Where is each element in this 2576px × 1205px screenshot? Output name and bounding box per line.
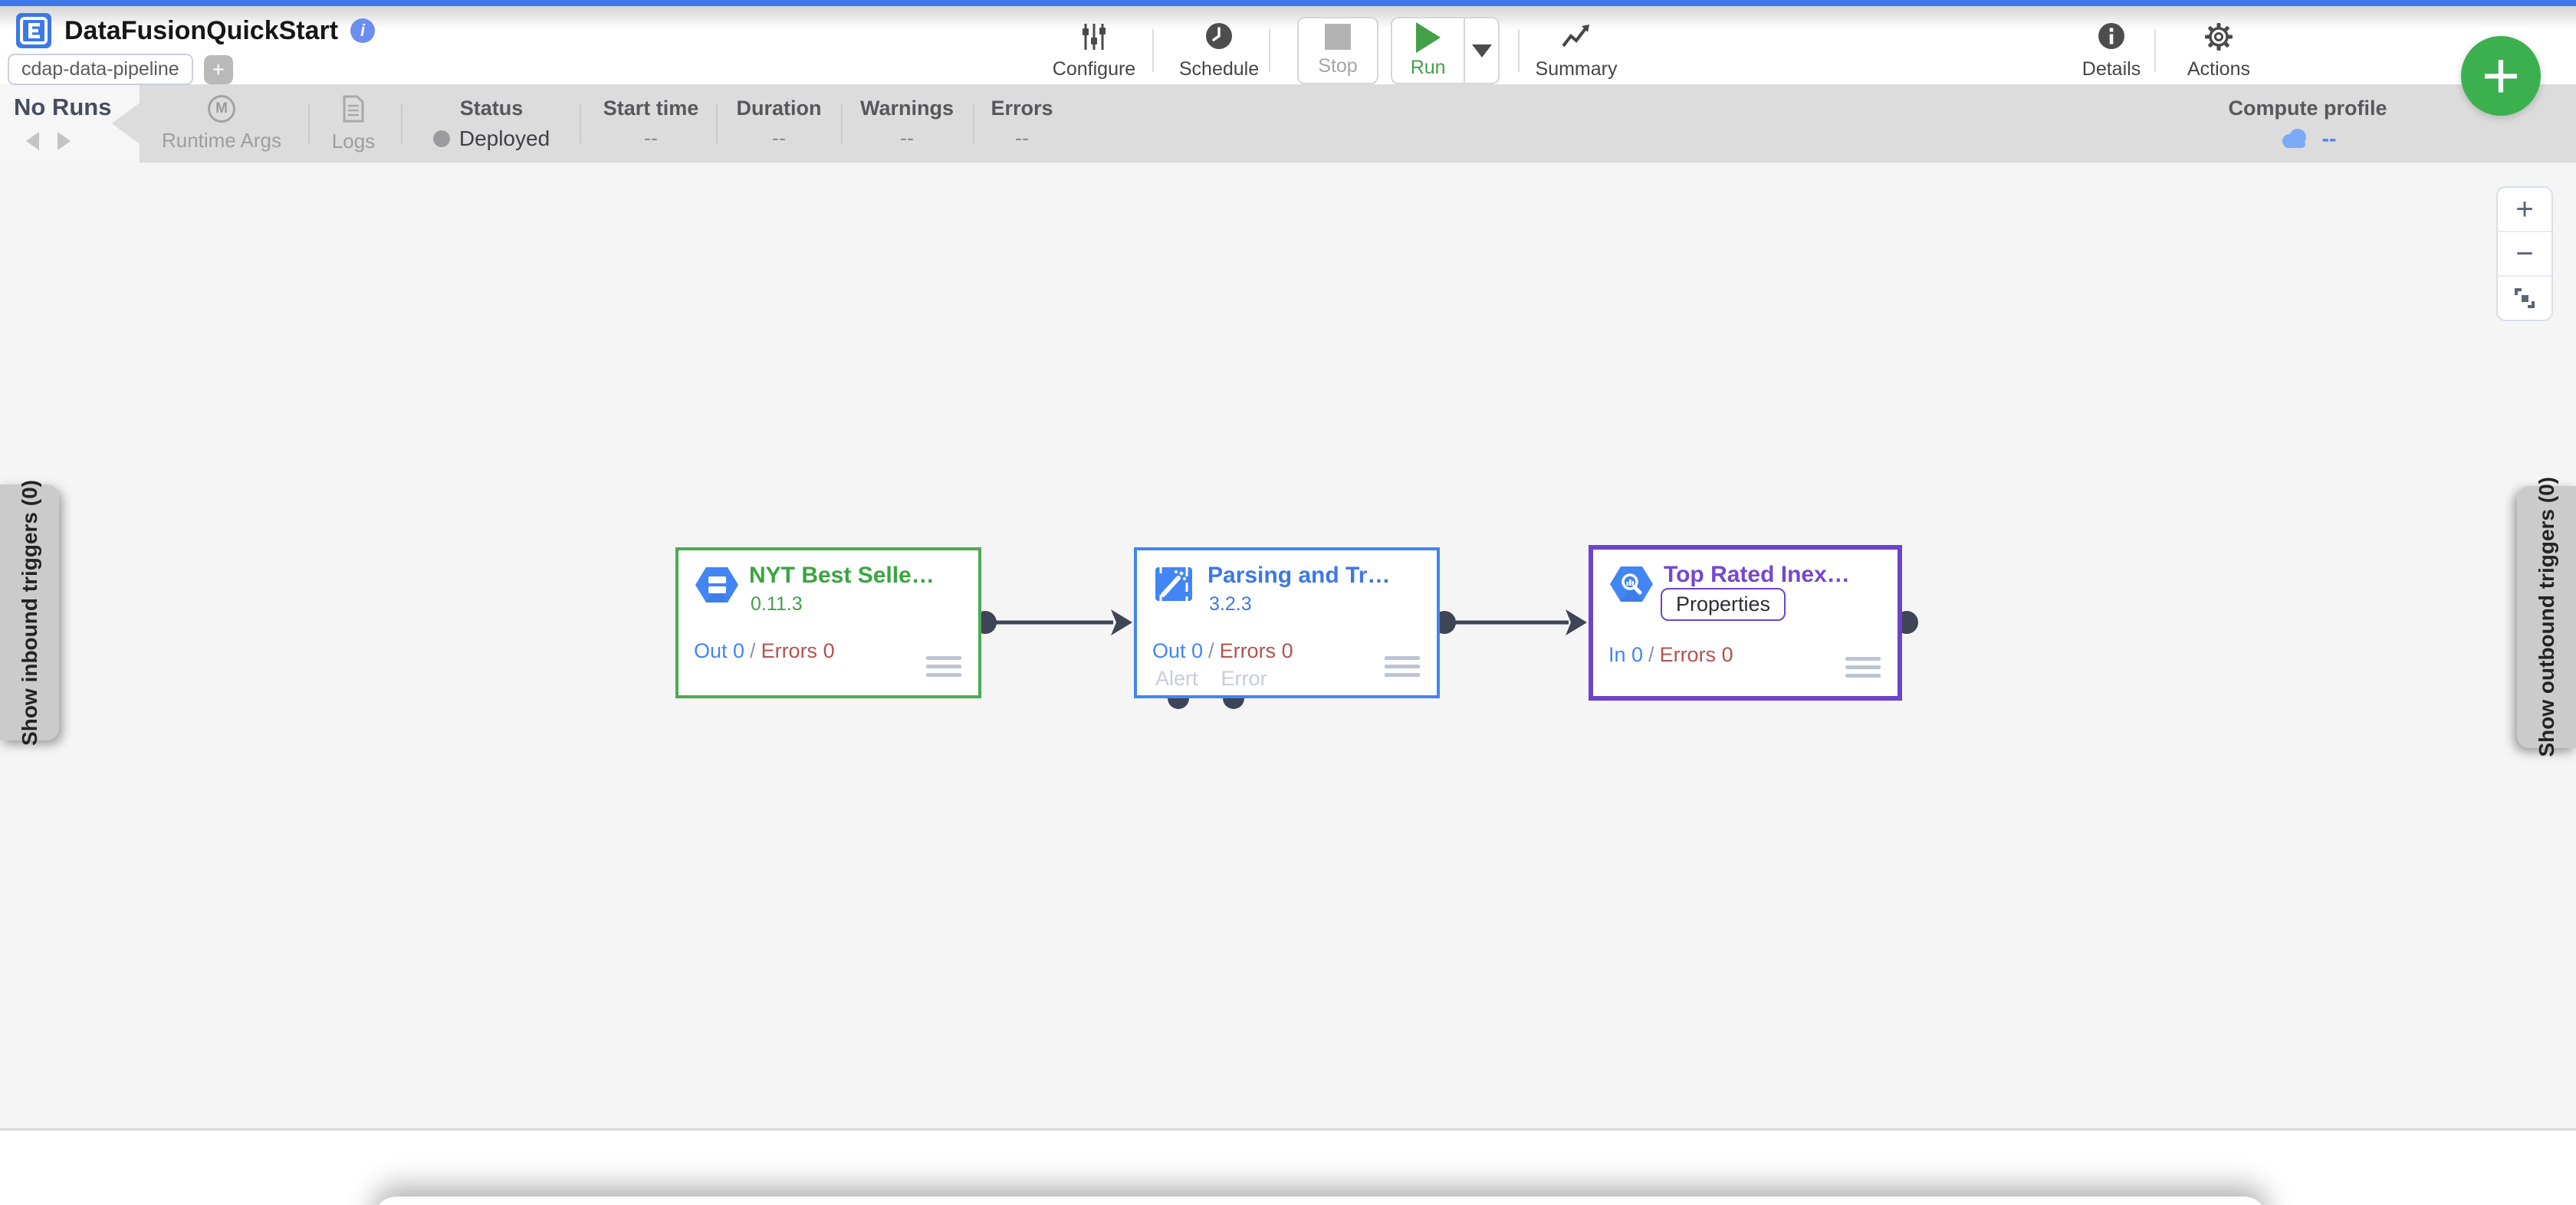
status-bar-divider <box>580 103 581 143</box>
node-port-labels: Alert Error <box>1155 667 1267 691</box>
status-bar-divider <box>401 103 402 143</box>
status-bar-divider <box>716 103 718 143</box>
status-dot-icon <box>432 130 450 147</box>
next-run-arrow-icon[interactable] <box>58 132 71 150</box>
pipeline-node-sink[interactable]: Top Rated Inex… Properties In 0/Errors 0 <box>1589 545 1902 701</box>
start-time-column: Start time -- <box>603 97 699 149</box>
cloud-icon <box>2282 128 2306 148</box>
toolbar-divider <box>1518 29 1520 72</box>
stop-icon <box>1325 24 1351 50</box>
macro-icon: M <box>208 94 235 123</box>
duration-column: Duration -- <box>736 97 822 149</box>
actions-gear-icon <box>2205 23 2233 51</box>
actions-button[interactable]: Actions <box>2161 21 2276 80</box>
details-info-icon <box>2098 23 2124 49</box>
alert-port-label: Alert <box>1155 667 1198 690</box>
add-pipeline-fab-button[interactable]: + <box>2461 36 2541 116</box>
fit-to-screen-button[interactable] <box>2498 277 2551 320</box>
node-properties-button[interactable]: Properties <box>1661 588 1786 621</box>
toolbar-divider <box>1269 29 1270 72</box>
cdap-pipeline-logo-icon <box>16 13 51 48</box>
compute-profile: Compute profile -- <box>2228 96 2387 150</box>
wrangler-icon <box>1155 567 1192 601</box>
header: DataFusionQuickStart i cdap-data-pipelin… <box>0 6 2576 85</box>
node-menu-icon[interactable] <box>1385 652 1420 681</box>
status-column: Status Deployed <box>415 84 568 163</box>
schedule-clock-icon <box>1206 23 1232 49</box>
tag-row: cdap-data-pipeline + <box>8 54 233 85</box>
brand: DataFusionQuickStart i <box>15 12 376 49</box>
fit-to-screen-icon <box>2515 288 2535 308</box>
logs-button[interactable]: Logs <box>304 84 403 163</box>
toolbar-divider <box>1152 29 1154 72</box>
configure-button[interactable]: Configure <box>1037 21 1152 80</box>
summary-chart-icon <box>1562 25 1589 48</box>
inbound-triggers-tab[interactable]: Show inbound triggers (0) <box>0 480 59 745</box>
runs-tab-notch <box>112 103 140 144</box>
arrowhead-icon <box>1111 609 1132 635</box>
node-metrics: Out 0/Errors 0 <box>694 639 835 662</box>
bottom-console-area <box>0 1128 2576 1205</box>
bottom-console-panel-edge[interactable] <box>373 1197 2267 1205</box>
stop-button[interactable]: Stop <box>1297 17 1378 84</box>
warnings-column: Warnings -- <box>859 97 954 149</box>
runtime-args-button[interactable]: M Runtime Args <box>153 84 291 163</box>
info-icon[interactable]: i <box>350 18 376 43</box>
source-hexagon-icon <box>695 567 738 602</box>
run-button-group: Run <box>1391 17 1500 84</box>
canvas-zoom-panel: + − <box>2496 186 2553 321</box>
previous-run-arrow-icon[interactable] <box>26 132 39 150</box>
arrowhead-icon <box>1566 609 1587 635</box>
outbound-triggers-tab[interactable]: Show outbound triggers (0) <box>2517 477 2576 757</box>
runs-pagination <box>26 132 71 150</box>
configure-sliders-icon <box>1083 24 1106 50</box>
chevron-down-icon <box>1471 44 1492 57</box>
node-menu-icon[interactable] <box>926 652 961 681</box>
pipeline-canvas[interactable]: + − Show inbound triggers (0) Show outbo… <box>0 163 2576 1128</box>
toolbar-divider <box>2154 29 2156 72</box>
run-button[interactable]: Run <box>1392 18 1464 83</box>
zoom-in-button[interactable]: + <box>2498 188 2551 232</box>
pipeline-node-source[interactable]: NYT Best Selle… 0.11.3 Out 0/Errors 0 <box>675 547 981 698</box>
runs-count-label: No Runs <box>14 94 112 120</box>
zoom-out-button[interactable]: − <box>2498 232 2551 277</box>
top-accent-strip <box>0 0 2576 6</box>
status-bar-divider <box>973 103 974 143</box>
add-tag-button[interactable]: + <box>203 54 233 84</box>
run-play-icon <box>1415 22 1441 53</box>
error-port-label: Error <box>1221 667 1267 690</box>
status-bar-divider <box>841 103 843 143</box>
logs-document-icon <box>343 95 364 122</box>
schedule-button[interactable]: Schedule <box>1162 21 1276 80</box>
details-button[interactable]: Details <box>2054 21 2169 80</box>
run-options-dropdown[interactable] <box>1464 18 1498 83</box>
summary-button[interactable]: Summary <box>1519 21 1634 80</box>
node-menu-icon[interactable] <box>1845 652 1881 682</box>
errors-column: Errors -- <box>991 97 1053 149</box>
bigquery-hexagon-icon <box>1610 566 1653 602</box>
status-bar-divider <box>308 103 310 143</box>
node-metrics: Out 0/Errors 0 <box>1152 639 1293 662</box>
status-value: Deployed <box>458 126 550 150</box>
compute-profile-value: -- <box>2321 126 2337 150</box>
runs-tab: No Runs <box>0 84 140 163</box>
pipeline-title: DataFusionQuickStart <box>64 15 339 45</box>
node-metrics: In 0/Errors 0 <box>1608 643 1733 666</box>
status-bar: No Runs M Runtime Args Logs Status Deplo… <box>0 84 2576 163</box>
pipeline-node-transform[interactable]: Parsing and Tr… 3.2.3 Out 0/Errors 0 Ale… <box>1134 547 1440 698</box>
pipeline-type-tag: cdap-data-pipeline <box>8 54 193 85</box>
